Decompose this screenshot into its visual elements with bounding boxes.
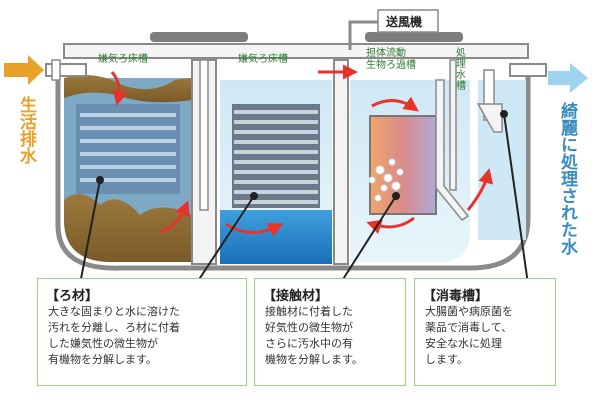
chamber-2	[220, 80, 332, 264]
inflow-pipe	[45, 59, 87, 81]
chamber-1-label: 嫌気ろ床槽	[98, 54, 148, 65]
callout-line: 汚れを分離し、ろ材に付着	[48, 321, 180, 334]
outflow-pipe	[509, 63, 547, 77]
callout-title: 【接触材】	[263, 289, 329, 304]
leader-lines	[79, 110, 529, 285]
callout-line: 接触材に付着した	[265, 305, 353, 318]
callout-line: 大きな固まりと水に溶けた	[48, 305, 180, 318]
chamber-3	[350, 79, 470, 262]
callout-line: 有機物を分解します。	[48, 353, 157, 366]
callout-line: します。	[425, 353, 468, 366]
callout-disinfection: 【消毒槽】 大腸菌や病原菌を 薬品で消毒して、 安全な水に処理 します。	[414, 278, 556, 386]
callout-line: 薬品で消毒して、	[425, 321, 513, 334]
outflow-arrow	[548, 63, 588, 93]
callout-line: さらに汚水中の有	[265, 337, 353, 350]
callout-contact-media: 【接触材】 接触材に付着した 好気性の微生物が さらに汚水中の有 機物を分解しま…	[254, 278, 406, 386]
blower-label: 送風機	[386, 15, 423, 29]
inflow-arrow	[4, 55, 44, 85]
callout-line: 安全な水に処理	[425, 337, 502, 350]
chamber-2-label: 嫌気ろ床槽	[238, 54, 288, 65]
chamber-3-label: 担体流動 生物ろ過槽	[366, 48, 416, 71]
manhole-lid-left	[150, 32, 248, 42]
outflow-label: 綺麗に処理された水	[557, 102, 577, 255]
callout-line: 機物を分解します。	[265, 353, 363, 366]
callout-title: 【消毒槽】	[423, 289, 489, 304]
callout-filter-media: 【ろ材】 大きな固まりと水に溶けた 汚れを分離し、ろ材に付着 した嫌気性の微生物…	[37, 278, 247, 386]
inflow-label: 生活排水	[16, 96, 36, 164]
chamber-4-label: 処 理 水 槽	[456, 48, 466, 92]
manhole-lid-right	[365, 32, 463, 42]
callout-line: 好気性の微生物が	[265, 321, 353, 334]
blower-pipe	[348, 9, 439, 50]
callout-line: 大腸菌や病原菌を	[425, 305, 513, 318]
callout-title: 【ろ材】	[46, 289, 99, 304]
flow-arrows	[110, 71, 494, 237]
chamber-1	[64, 75, 192, 262]
callout-line: した嫌気性の微生物が	[48, 337, 158, 350]
